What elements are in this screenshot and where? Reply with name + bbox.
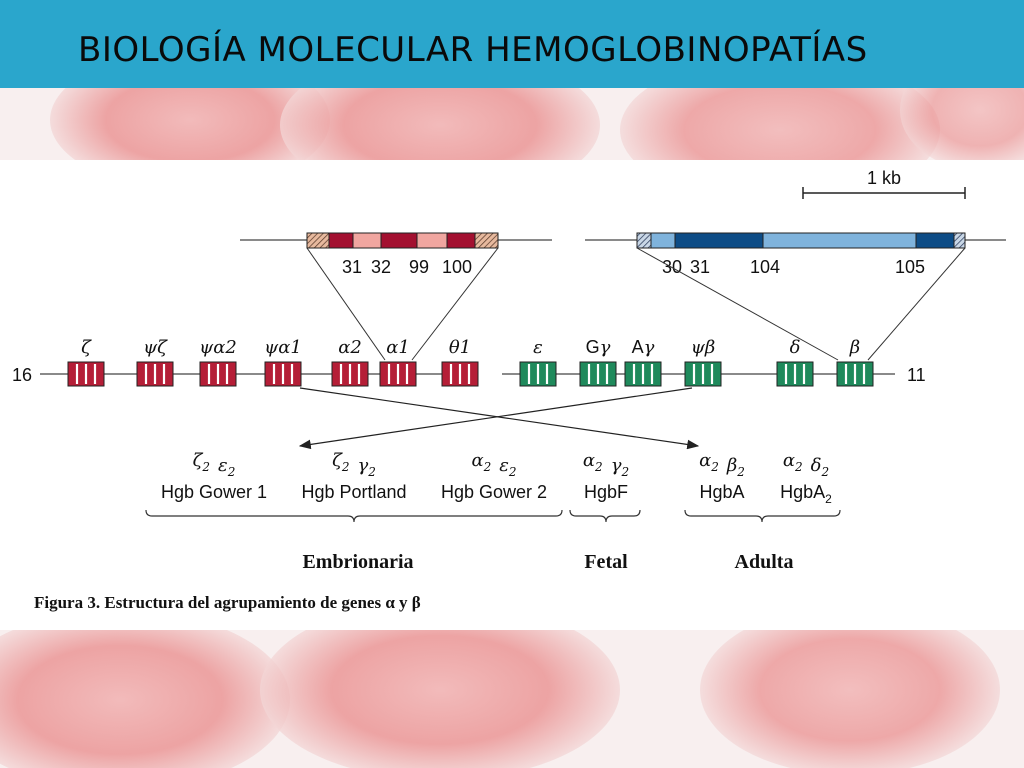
alpha-gene-label: α2	[338, 337, 362, 358]
beta-gene-box	[836, 361, 874, 387]
hemoglobin-name: HgbA	[699, 482, 744, 502]
beta-gene-box	[684, 361, 722, 387]
stage-braces	[145, 509, 841, 523]
beta-gene-label: ψβ	[691, 337, 716, 358]
beta-gene-label: β	[849, 337, 860, 358]
hemoglobin-name: HgbA2	[780, 482, 832, 506]
alpha-exon-number: 32	[371, 257, 391, 277]
slide-title: BIOLOGÍA MOLECULAR HEMOGLOBINOPATÍAS	[78, 30, 868, 70]
alpha-gene-label: θ1	[449, 337, 471, 358]
beta-gene-box	[579, 361, 617, 387]
beta-gene-label: δ	[790, 337, 801, 358]
chromosome-16-label: 16	[12, 365, 32, 385]
alpha-gene-box	[136, 361, 174, 387]
alpha-gene-box	[331, 361, 369, 387]
alpha-gene-structure: 31 32 99 100	[240, 232, 552, 361]
scale-bar: 1 kb	[802, 168, 966, 199]
beta-gene-label: Aγ	[632, 337, 655, 358]
stage-embryonic: Embrionaria	[302, 551, 413, 573]
chromosome-11-label: 11	[907, 365, 926, 385]
hemoglobin-name: Hgb Gower 1	[161, 482, 267, 502]
beta-exon-number: 31	[690, 257, 710, 277]
pairing-arrows	[298, 387, 700, 450]
hemoglobin-name: Hgb Portland	[301, 482, 406, 502]
beta-gene-label: ε	[533, 337, 543, 358]
alpha-exon-number: 100	[442, 257, 472, 277]
hemoglobin-name: Hgb Gower 2	[441, 482, 547, 502]
alpha-gene-label: ψα2	[199, 337, 237, 358]
alpha-exon-number: 31	[342, 257, 362, 277]
alpha-gene-box	[67, 361, 105, 387]
alpha-exon-number: 99	[409, 257, 429, 277]
beta-gene-box	[624, 361, 662, 387]
hemoglobin-name: HgbF	[584, 482, 628, 502]
stage-adult: Adulta	[735, 551, 794, 573]
title-bar: BIOLOGÍA MOLECULAR HEMOGLOBINOPATÍAS	[0, 0, 1024, 88]
beta-gene-box	[776, 361, 814, 387]
alpha-gene-label: ψζ	[143, 337, 168, 358]
alpha-gene-box	[199, 361, 237, 387]
globin-gene-cluster-diagram: 1 kb 31 32 99 100 30 31 104 105 16	[12, 168, 1006, 612]
scale-bar-label: 1 kb	[867, 168, 901, 188]
alpha-globin-cluster: 16 ζ ψζ ψα2 ψα1 α2 α1 θ1	[12, 337, 479, 387]
beta-exon-number: 104	[750, 257, 780, 277]
beta-globin-cluster: 11 ε Gγ Aγ ψβ δ β	[502, 337, 926, 387]
figure-caption: Figura 3. Estructura del agrupamiento de…	[34, 593, 421, 612]
beta-exon-number: 105	[895, 257, 925, 277]
stage-fetal: Fetal	[584, 551, 628, 573]
alpha-gene-box	[264, 361, 302, 387]
alpha-gene-label: ζ	[81, 337, 92, 358]
beta-gene-box	[519, 361, 557, 387]
alpha-gene-box	[441, 361, 479, 387]
alpha-gene-box	[379, 361, 417, 387]
alpha-gene-label: ψα1	[264, 337, 302, 358]
beta-gene-structure: 30 31 104 105	[585, 232, 1006, 361]
beta-gene-label: Gγ	[586, 337, 611, 358]
alpha-gene-label: α1	[386, 337, 410, 358]
